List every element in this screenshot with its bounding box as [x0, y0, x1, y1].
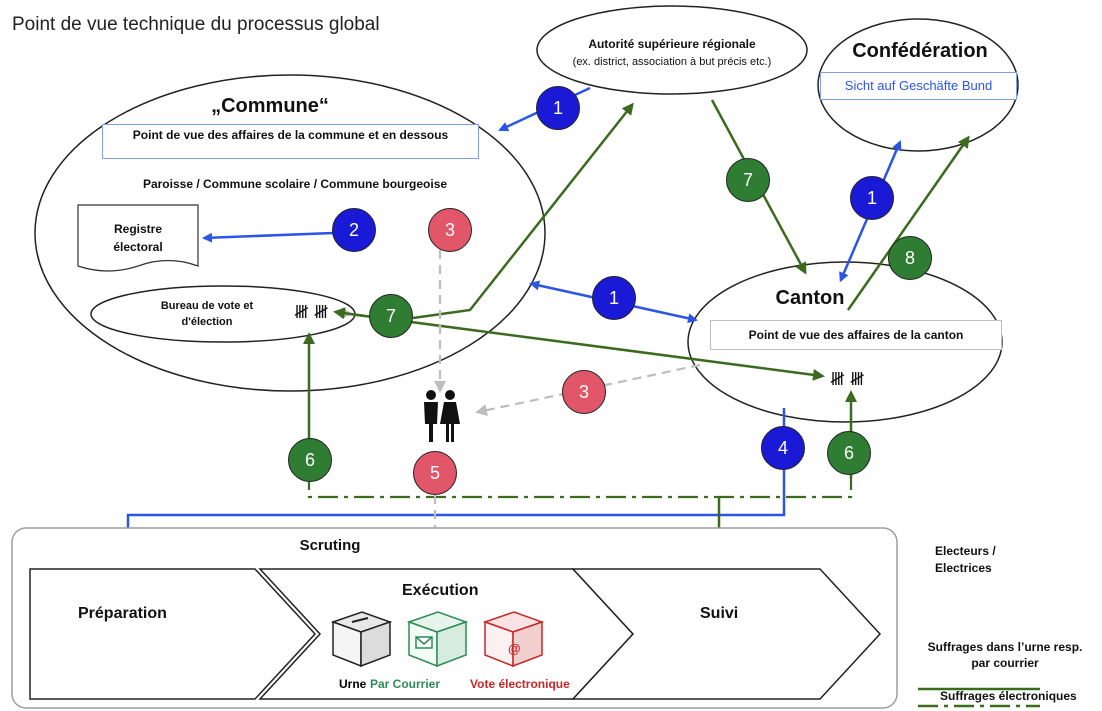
at-sign-icon: @ [508, 641, 521, 656]
canton-tally-icon: 𝍸 𝍸 [830, 369, 865, 389]
arrow-bureau-canton [340, 306, 825, 381]
canton-title: Canton [775, 287, 845, 309]
step-preparation-shape [29, 568, 317, 700]
channel-evote: Vote électronique [470, 677, 570, 691]
bureau-label: Bureau de vote et d'élection [160, 300, 254, 328]
ballot-box-icon [330, 611, 393, 668]
step-badge-b1c: 1 [850, 176, 894, 220]
scruting-label: Scruting [299, 537, 361, 554]
step-badge-b7a: 7 [726, 158, 770, 202]
step-badge-b2: 2 [332, 208, 376, 252]
step-badge-b5: 5 [413, 451, 457, 495]
step-badge-b4: 4 [761, 426, 805, 470]
step-badge-b6b: 6 [827, 431, 871, 475]
commune-subunits: Paroisse / Commune scolaire / Commune bo… [142, 177, 448, 191]
channel-courrier: Par Courrier [370, 677, 441, 691]
confederation-title: Confédération [852, 40, 988, 62]
step-suivi-shape [571, 568, 882, 700]
commune-title: „Commune“ [211, 95, 329, 117]
dashdot-line [307, 470, 853, 499]
commune-box: Point de vue des affaires de la commune … [102, 124, 479, 159]
step-badge-b3a: 3 [428, 208, 472, 252]
step-badge-b1a: 1 [536, 86, 580, 130]
step-suivi-label: Suivi [700, 605, 739, 622]
canton-box: Point de vue des affaires de la canton [710, 320, 1002, 350]
arrow-bureau-canton-start [333, 307, 366, 320]
step-badge-b1b: 1 [592, 276, 636, 320]
legend-voters: Electeurs / Electrices [935, 544, 996, 575]
legend-electronic: Suffrages électroniques [940, 689, 1077, 703]
bureau-tally-icon: 𝍸 𝍸 [294, 302, 329, 322]
arrow-canton-confederation-green [846, 135, 970, 311]
legend-urn-mail: Suffrages dans l’urne resp. par courrier [927, 640, 1083, 670]
confederation-box: Sicht auf Geschäfte Bund [820, 72, 1017, 100]
evote-box-icon [482, 611, 545, 668]
step-badge-b8: 8 [888, 236, 932, 280]
step-badge-b7b: 7 [369, 294, 413, 338]
page-title: Point de vue technique du processus glob… [12, 14, 380, 35]
step-preparation-label: Préparation [78, 605, 167, 622]
step-execution-label: Exécution [402, 582, 479, 599]
registre-document [77, 204, 199, 272]
mail-box-icon [406, 611, 469, 668]
autorite-ellipse [536, 5, 808, 95]
autorite-subtitle: (ex. district, association à but précis … [572, 56, 772, 68]
registre-label: Registre électoral [113, 222, 163, 254]
autorite-title: Autorité supérieure régionale [588, 37, 756, 51]
step-badge-b3b: 3 [562, 370, 606, 414]
step-badge-b6a: 6 [288, 438, 332, 482]
channel-urne: Urne [339, 677, 367, 691]
voters-icon [424, 390, 460, 442]
arrow-registre [202, 231, 334, 243]
